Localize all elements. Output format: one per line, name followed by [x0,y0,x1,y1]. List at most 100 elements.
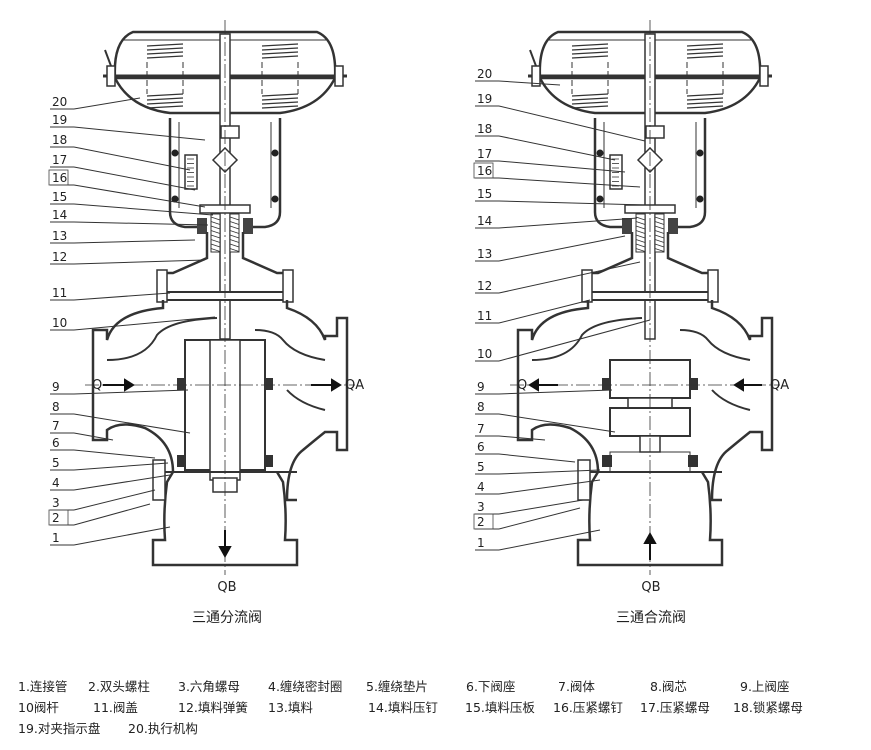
leader-line [498,499,584,515]
legend-item: 12.填料弹簧 [178,700,248,715]
yoke-screw [171,149,179,157]
part-number-label: 17 [477,147,492,161]
part-number-label: 9 [52,380,60,394]
packing-hatch [210,243,221,248]
upper-spring-coil [146,43,184,47]
packing-bolt-right [668,218,678,234]
packing-hatch [229,221,240,225]
diagram-caption: 三通分流阀 [192,610,262,626]
flow-arrow-out [528,378,558,392]
actuator-bolt-left [106,65,116,87]
part-number-label: 5 [52,456,60,470]
packing-hatch [635,225,646,230]
leader-line [73,166,196,191]
leader-line [498,160,626,173]
lower-spring-coil [571,105,609,109]
actuator-cover [113,30,337,80]
lower-spring-coil [146,97,184,101]
label-box [48,169,69,186]
bonnet-bolt-right [707,269,719,303]
leader-line [73,432,114,441]
leader-line [73,239,196,244]
lower-spring-coil [146,93,184,97]
lock-nut [645,125,665,139]
leader-line [498,529,601,551]
leader-line [498,479,601,495]
legend-item: 2.双头螺柱 [88,679,150,694]
lower-spring-coil [571,97,609,101]
lower-spring-coil [261,97,299,101]
packing-hatch [229,225,240,230]
port-label-qa: QA [770,378,789,393]
legend-item: 6.下阀座 [466,679,516,694]
part-number-label: 15 [52,190,67,204]
label-box [48,509,69,526]
port-label-qa: QA [345,378,364,393]
lower-spring-coil [261,101,299,105]
packing-hatch [229,216,240,221]
legend-item: 7.阀体 [558,679,595,694]
legend-item: 18.锁紧螺母 [733,700,803,715]
part-number-label: 1 [52,531,60,545]
body-inner-wall-right [254,329,326,361]
yoke-screw [596,149,604,157]
yoke [593,118,707,229]
packing-bolt-left [197,218,207,234]
packing-hatch [635,248,646,252]
lifting-handle [529,49,537,67]
packing-hatch [635,239,646,243]
part-number-label: 13 [477,247,492,261]
leader-line [498,469,601,475]
part-number-label: 19 [52,113,67,127]
upper-seat-right [688,378,698,390]
part-number-label: 5 [477,460,485,474]
packing-hatch [229,239,240,243]
legend-item: 10阀杆 [18,700,59,715]
body-inner-wall-lower [711,389,751,411]
diagram-caption: 三通合流阀 [616,610,686,626]
part-number-label: 1 [477,536,485,550]
packing-bolt-right [243,218,253,234]
packing-hatch [229,230,240,234]
legend-item: 20.执行机构 [128,721,198,736]
flow-arrow-out-a [311,378,342,392]
flow-arrow-out-b [218,530,232,559]
lower-spring-coil [571,101,609,105]
part-number-label: 4 [52,476,60,490]
label-box [473,513,494,530]
lower-spring-coil [146,105,184,109]
part-number-label: 8 [52,400,60,414]
part-number-label: 11 [477,309,492,323]
packing-hatch [635,234,646,239]
part-number-label: 13 [52,229,67,243]
packing-hatch [654,239,665,243]
packing-hatch [210,221,221,225]
upper-seat-right [263,378,273,390]
leader-line [73,526,171,546]
leader-line [73,97,141,110]
part-number-label: 11 [52,286,67,300]
upper-spring-coil [571,51,609,55]
packing-left [635,213,646,253]
upper-spring-coil [261,51,299,55]
port-label-qb: QB [217,580,236,595]
lifting-handle [104,49,112,67]
body-inner-wall-upper [106,317,218,361]
packing-hatch [635,216,646,221]
upper-seat-left [602,378,612,390]
part-number-label: 9 [477,380,485,394]
lower-spring-coil [261,105,299,109]
packing-right [654,213,665,253]
label-box [473,162,494,179]
packing-hatch [635,243,646,248]
part-number-label: 12 [477,279,492,293]
lower-seat-left [177,455,187,467]
packing-hatch [654,243,665,248]
part-number-label: 19 [477,92,492,106]
part-number-label: 20 [52,95,67,109]
part-number-label: 10 [52,316,67,330]
part-number-label: 10 [477,347,492,361]
lower-seat-right [263,455,273,467]
